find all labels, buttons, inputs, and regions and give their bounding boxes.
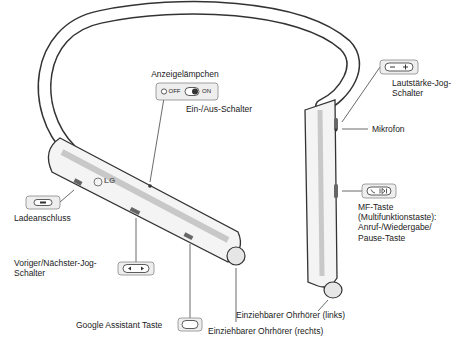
icon-box xyxy=(118,262,154,275)
icon-box xyxy=(178,318,202,331)
leader-line xyxy=(136,218,137,262)
prev-next-jog xyxy=(130,207,141,215)
charging-port xyxy=(74,178,83,185)
left-housing xyxy=(48,138,240,262)
volume-label: Lautstärke-Jog-Schalter xyxy=(392,78,456,98)
lg-logo-circle xyxy=(94,178,102,186)
jog-symbol xyxy=(123,265,149,273)
leader-line xyxy=(342,67,380,122)
leader-line xyxy=(150,98,164,182)
leader-line xyxy=(318,300,328,311)
assistant-icon xyxy=(178,318,202,331)
button-symbol xyxy=(182,321,198,329)
indicator-lamp xyxy=(148,184,152,188)
icon-box xyxy=(380,60,418,74)
brand-logo: LG xyxy=(104,176,115,186)
leader-line xyxy=(190,244,191,318)
earbud-right xyxy=(227,247,245,265)
switch-on-text: ON xyxy=(202,88,211,95)
toggle-knob xyxy=(192,89,198,95)
minus-plus-symbol xyxy=(390,65,408,70)
icon-box xyxy=(156,83,218,100)
leader-line xyxy=(60,190,74,202)
earbud-label: Einziehbarer Ohrhörer (links) xyxy=(236,310,345,320)
switch-off-text: OFF xyxy=(169,88,181,95)
button-symbol xyxy=(367,187,391,195)
switch-label: Ein-/Aus-Schalter xyxy=(176,104,262,114)
jog-icon xyxy=(118,262,154,275)
call-play-symbol xyxy=(371,189,387,194)
earbud-label: Einziehbarer Ohrhörer (rechts) xyxy=(208,326,323,336)
mf-button xyxy=(334,184,338,198)
icon-box xyxy=(362,184,396,198)
microphone-label: Mikrofon xyxy=(372,124,405,134)
assistant-button xyxy=(184,232,194,240)
mf-button-label: MF-Taste (Multifunktionstaste): Anruf-/W… xyxy=(358,202,458,243)
switch-icon xyxy=(156,83,218,100)
prev-next-symbol xyxy=(128,267,144,271)
leader-lines xyxy=(60,67,380,322)
indicator-label: Anzeigelämpchen xyxy=(140,69,230,79)
leader-line xyxy=(342,191,362,192)
right-housing xyxy=(305,100,337,287)
mf-icon xyxy=(362,184,396,198)
jog-label: Voriger/Nächster-Jog-Schalter xyxy=(14,258,112,278)
jog-symbol xyxy=(385,63,413,71)
lamp-symbol xyxy=(161,89,166,94)
housing-stripe xyxy=(320,110,322,276)
icon-box xyxy=(26,196,60,209)
toggle-symbol xyxy=(185,88,199,96)
earbud-left xyxy=(324,282,342,298)
charging-icon xyxy=(26,196,60,209)
volume-icon xyxy=(380,60,418,74)
microphone-hole xyxy=(335,129,338,132)
leader-line xyxy=(342,129,368,130)
port-symbol xyxy=(40,202,46,204)
port-label: Ladeanschluss xyxy=(14,213,71,223)
assistant-label: Google Assistant Taste xyxy=(76,320,162,330)
housing-stripe xyxy=(62,152,228,240)
port-symbol xyxy=(34,200,52,206)
volume-jog xyxy=(334,118,338,130)
